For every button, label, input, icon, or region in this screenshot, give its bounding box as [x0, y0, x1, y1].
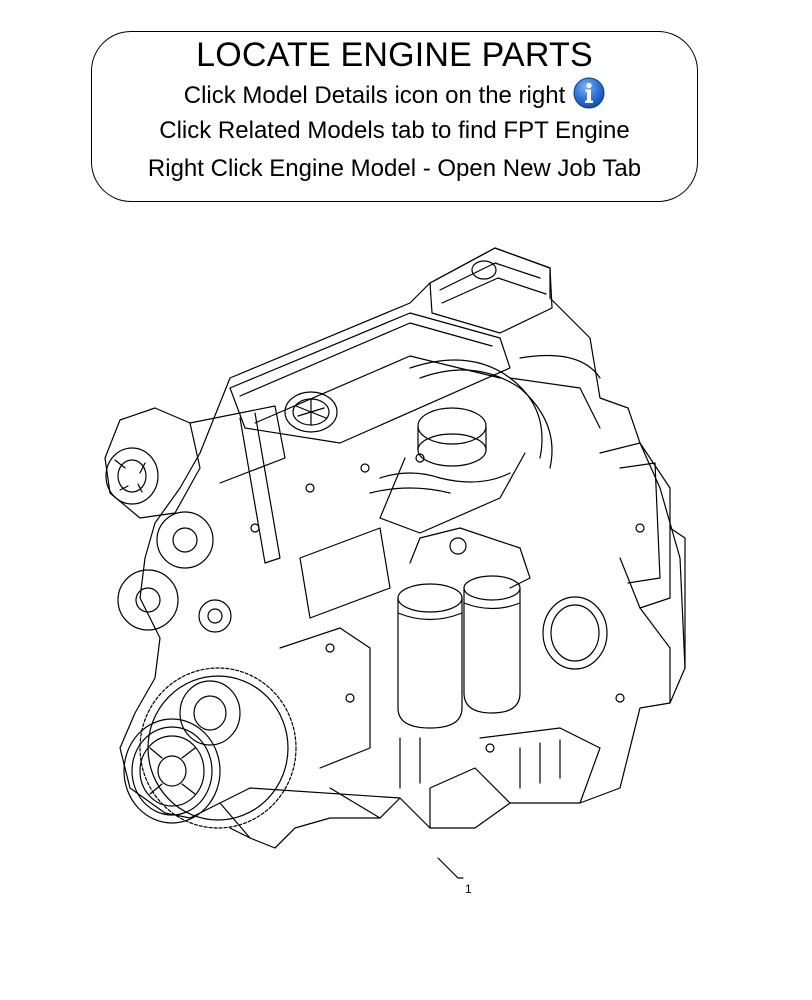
callout-label: 1	[465, 882, 472, 896]
breather-disc	[284, 391, 338, 433]
instruction-line-related-models: Click Related Models tab to find FPT Eng…	[159, 117, 630, 144]
engine-line-drawing	[104, 247, 686, 879]
valve-cover	[229, 312, 511, 444]
bolt-heads	[250, 453, 645, 753]
ring-gear	[139, 667, 297, 829]
instruction-line-open-job-tab: Right Click Engine Model - Open New Job …	[147, 155, 642, 182]
top-housing	[429, 247, 553, 334]
pump-disc	[105, 447, 159, 505]
info-icon[interactable]	[573, 77, 605, 109]
tensioner-pulley	[117, 569, 179, 631]
engine-block-outline	[119, 247, 686, 849]
instruction-line-model-details: Click Model Details icon on the right	[92, 77, 697, 111]
intake-port	[542, 596, 608, 670]
callout-leader	[437, 857, 464, 879]
fuel-filter-left	[397, 597, 463, 729]
instruction-title: LOCATE ENGINE PARTS	[196, 36, 593, 74]
fuel-pipes	[409, 355, 601, 469]
instruction-box: LOCATE ENGINE PARTS Click Model Details …	[91, 31, 698, 202]
fuel-filter-right	[463, 587, 521, 714]
idler-pulley	[156, 511, 214, 569]
crank-pulley	[123, 718, 221, 824]
instruction-line-model-details-text: Click Model Details icon on the right	[183, 82, 566, 109]
